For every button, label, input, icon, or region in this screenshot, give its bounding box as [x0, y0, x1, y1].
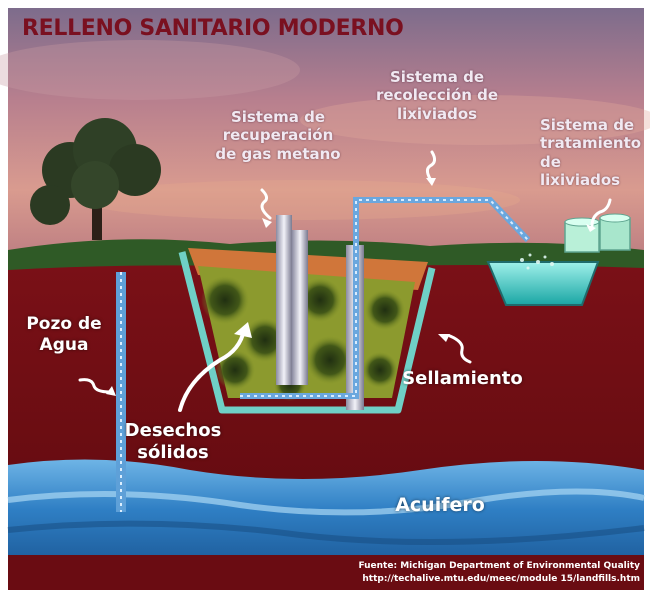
source-credit: Fuente: Michigan Department of Environme… — [358, 561, 640, 571]
leachate-collection-label: Sistema de recolección de lixiviados — [362, 68, 512, 123]
gas-label-line: de gas metano — [215, 144, 341, 163]
treatment-label-line: tratamiento — [540, 134, 642, 153]
well-label-line: Agua — [39, 334, 89, 355]
treatment-label-line: Sistema de — [540, 116, 635, 134]
arrow-waste — [178, 328, 246, 412]
solid-waste-label: Desechos sólidos — [118, 420, 228, 464]
arrow-collection — [425, 150, 437, 184]
gas-label-line: recuperación — [222, 126, 334, 145]
waste-label-line: sólidos — [137, 441, 209, 463]
collection-label-line: lixiviados — [396, 104, 478, 123]
collection-label-line: Sistema de — [389, 68, 485, 86]
aquifer-label: Acuifero — [395, 494, 485, 516]
water-well-label: Pozo de Agua — [16, 314, 112, 355]
arrow-seal — [448, 334, 472, 364]
source-url: http://techalive.mtu.edu/meec/module 15/… — [362, 574, 640, 584]
waste-label-line: Desechos — [124, 420, 222, 441]
pointer-arrows — [78, 150, 612, 412]
treatment-tanks — [564, 213, 631, 253]
tree-illustration — [30, 118, 161, 240]
arrow-well — [78, 378, 112, 394]
arrow-gas — [260, 188, 272, 220]
well-label-line: Pozo de — [26, 314, 102, 334]
treatment-pond — [486, 261, 600, 306]
leachate-collection-pipe — [240, 197, 531, 399]
leachate-treatment-label: Sistema de tratamiento de lixiviados — [540, 116, 646, 189]
gas-label-line: Sistema de — [230, 108, 326, 126]
treatment-label-line: de lixiviados — [540, 152, 621, 189]
diagram-title: RELLENO SANITARIO MODERNO — [22, 16, 404, 41]
gas-recovery-label: Sistema de recuperación de gas metano — [208, 108, 348, 163]
seal-label: Sellamiento — [402, 368, 523, 389]
arrow-treatment — [590, 198, 612, 228]
liner-sellamiento — [178, 251, 436, 414]
collection-label-line: recolección de — [375, 86, 499, 105]
